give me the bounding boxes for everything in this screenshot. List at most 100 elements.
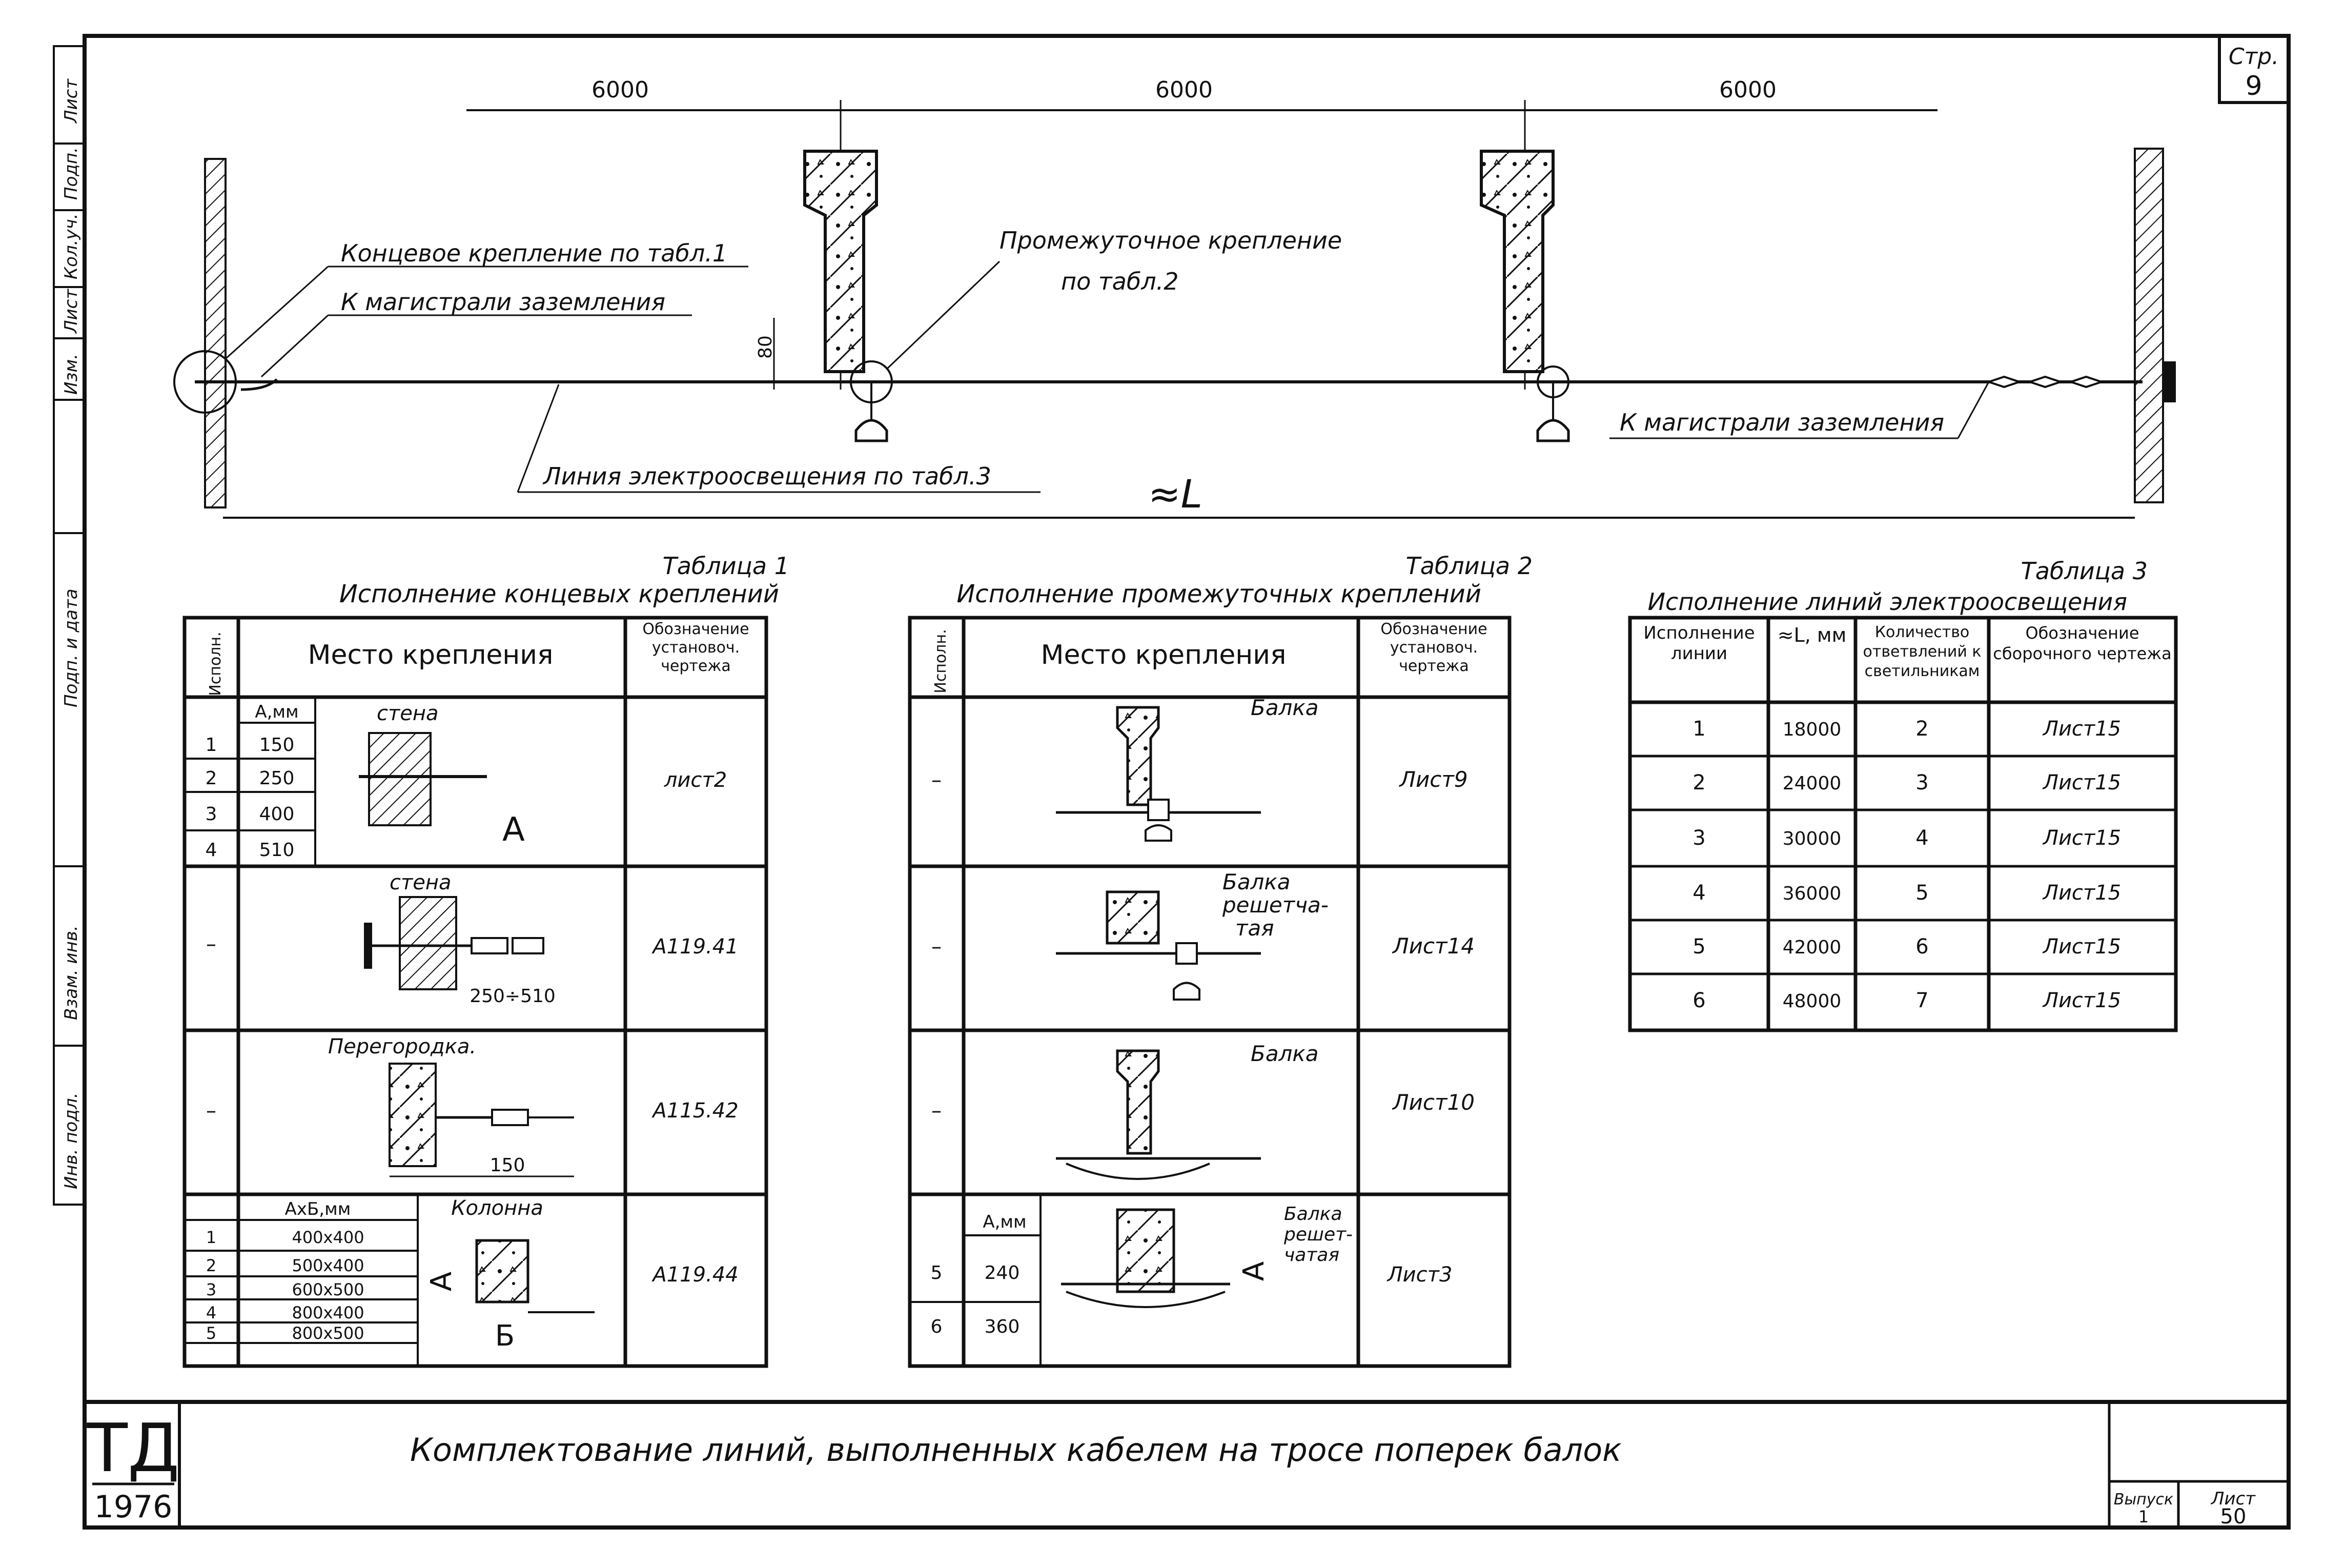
t1-b4-row2-n: 2 (206, 1256, 216, 1275)
t1-b4-row4-n: 4 (206, 1303, 216, 1322)
t3-row3-n: 3 (1692, 826, 1705, 850)
t3-row3-k: 4 (1915, 826, 1928, 850)
t1-b4-row3-ab: 600x500 (292, 1280, 364, 1299)
t3-row1-l: 18000 (1783, 719, 1842, 740)
main-drawing: 6000 6000 6000 80 Концевое крепление по … (173, 77, 2176, 519)
t1-b2-exec: – (206, 932, 216, 956)
note-mid-fastening-2: по табл.2 (1061, 268, 1178, 295)
t1-b2-label: стена (390, 871, 452, 894)
table-3-title: Исполнение линий электроосвещения (1648, 588, 2127, 616)
side-label-2: Подп. (61, 147, 81, 200)
t3-row4-l: 36000 (1783, 883, 1842, 904)
t3-row2-k: 3 (1915, 771, 1928, 795)
t2-b4-dwg: Лист3 (1386, 1263, 1453, 1287)
note-mid-fastening-1: Промежуточное крепление (1000, 227, 1342, 254)
t3-row5-d: Лист15 (2042, 935, 2121, 959)
t3-row5-k: 6 (1915, 935, 1928, 959)
side-label-4: Лист (61, 289, 81, 334)
t1-b4-row5-ab: 800x500 (292, 1323, 364, 1343)
table-2-col-exec: Исполн. (932, 629, 950, 693)
side-label-6: Подп. и дата (61, 588, 81, 707)
t3-row5-n: 5 (1692, 935, 1705, 959)
t1-b4-row1-ab: 400x400 (292, 1228, 364, 1247)
t1-b4-row4-ab: 800x400 (292, 1303, 364, 1322)
table-2-col-place: Место крепления (1041, 640, 1287, 670)
t2-b4-label-3: чатая (1284, 1245, 1339, 1266)
t1-b3-exec: – (206, 1099, 216, 1123)
t3-row2-n: 2 (1692, 771, 1705, 795)
stamp-td: ТД (87, 1409, 180, 1487)
t3-row4-k: 5 (1915, 881, 1928, 905)
span-2-label: 6000 (1155, 77, 1213, 103)
t2-b4-row2-a: 360 (985, 1316, 1020, 1337)
table-1-col-dwg: Обозначение установоч. чертежа (642, 620, 749, 675)
table-2: Таблица 2 Исполнение промежуточных крепл… (908, 552, 1533, 1368)
t3-row6-d: Лист15 (2042, 989, 2121, 1012)
t1-b4-dwg: А119.44 (651, 1263, 738, 1287)
sheet-value: 50 (2220, 1505, 2247, 1529)
table-3: Таблица 3 Исполнение линий электроосвеще… (1628, 557, 2178, 1032)
table-3-col-4: Обозначение сборочного чертежа (1993, 623, 2172, 663)
note-line: Линия электроосвещения по табл.3 (542, 462, 991, 490)
span-3-label: 6000 (1719, 77, 1777, 103)
page-label: Стр. (2229, 44, 2279, 70)
t2-b1-exec: – (931, 768, 942, 792)
t3-row2-d: Лист15 (2042, 771, 2121, 795)
t3-row5-l: 42000 (1783, 937, 1842, 958)
t1-b4-row2-ab: 500x400 (292, 1256, 364, 1275)
sheet-label: Лист (2210, 1489, 2256, 1509)
table-3-col-1: Исполнение линии (1643, 623, 1755, 664)
t3-row3-l: 30000 (1783, 828, 1842, 849)
t1-b1-a-header: A,мм (255, 702, 298, 722)
t1-b2-dim: 250÷510 (470, 986, 556, 1007)
lamp-1 (854, 419, 888, 442)
t2-b3-dwg: Лист10 (1392, 1090, 1475, 1115)
table-2-col-dwg: Обозначение установоч. чертежа (1380, 620, 1487, 675)
issue-label: Выпуск (2114, 1491, 2173, 1509)
t2-b4-label-2: решет- (1283, 1224, 1353, 1245)
lamp-2 (1536, 419, 1570, 442)
side-label-5: Изм. (61, 354, 81, 395)
t1-b1-row3-n: 3 (206, 804, 217, 825)
t3-row4-n: 4 (1692, 881, 1705, 905)
t2-b4-a-header: A,мм (983, 1212, 1026, 1232)
t1-b3-label: Перегородка. (328, 1035, 476, 1058)
table-3-col-3: Количество ответвлений к светильникам (1863, 623, 1982, 680)
t2-b4-row1-a: 240 (985, 1262, 1020, 1284)
t3-row6-k: 7 (1915, 989, 1928, 1012)
t1-b1-row4-a: 510 (259, 840, 295, 861)
t3-row1-k: 2 (1915, 717, 1928, 741)
t1-b1-row3-a: 400 (259, 804, 295, 825)
table-2-caption: Таблица 2 (1406, 552, 1533, 580)
t1-b2-dwg: А119.41 (651, 935, 738, 959)
total-length-label: ≈L (1148, 471, 1202, 517)
t2-b3-exec: – (931, 1099, 942, 1123)
table-3-col-2: ≈L, мм (1777, 624, 1847, 646)
t2-b3-label: Балка (1251, 1041, 1319, 1066)
side-label-7: Взам. инв. (61, 925, 81, 1020)
stamp-year: 1976 (94, 1489, 173, 1525)
t2-b1-dwg: Лист9 (1398, 767, 1467, 792)
t3-row6-l: 48000 (1783, 991, 1842, 1012)
side-label-8: Инв. подл. (61, 1093, 81, 1189)
note-ground-left: К магистрали заземления (341, 288, 665, 316)
dim-80: 80 (755, 335, 776, 359)
t2-b4-marker: A (1237, 1261, 1271, 1281)
t1-b1-label: стена (377, 702, 439, 725)
table-1-col-exec: Исполн. (207, 632, 225, 696)
t2-b4-label-1: Балка (1284, 1204, 1342, 1225)
t1-b4-row1-n: 1 (206, 1228, 216, 1247)
t2-b4-row2-n: 6 (931, 1316, 943, 1337)
t1-b1-row4-n: 4 (206, 840, 217, 861)
t3-row2-l: 24000 (1783, 773, 1842, 794)
table-1: Таблица 1 Исполнение концевых креплений … (182, 552, 789, 1368)
side-label-1: Лист (61, 78, 81, 124)
beam-2 (1480, 150, 1555, 373)
sheet-title: Комплектование линий, выполненных кабеле… (410, 1431, 1622, 1469)
right-wall (2134, 148, 2164, 503)
t1-b1-row2-a: 250 (259, 768, 295, 789)
t1-b3-dim: 150 (490, 1155, 525, 1176)
t1-b1-row2-n: 2 (206, 768, 217, 789)
side-stamp: Лист Подп. Кол.уч. Лист Изм. Подп. и дат… (53, 45, 86, 1206)
